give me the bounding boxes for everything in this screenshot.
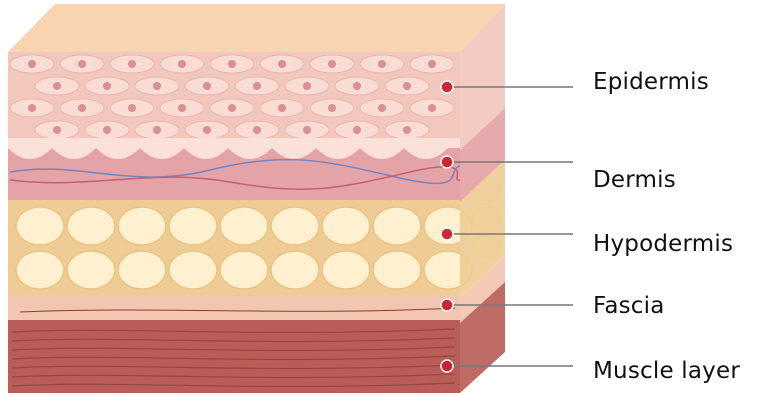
fascia-layer — [8, 295, 460, 323]
fat-cell — [118, 251, 166, 289]
fat-cell — [220, 207, 268, 245]
cell-nucleus — [203, 82, 211, 90]
label-fascia: Fascia — [593, 295, 665, 318]
cell-nucleus — [278, 60, 286, 68]
label-epidermis: Epidermis — [593, 71, 709, 94]
cell-nucleus — [103, 126, 111, 134]
cell-nucleus — [328, 104, 336, 112]
skin-block-side — [460, 4, 505, 393]
cell-nucleus — [178, 60, 186, 68]
cell-nucleus — [253, 126, 261, 134]
fat-cell — [220, 251, 268, 289]
fat-cell — [169, 207, 217, 245]
cell-nucleus — [378, 60, 386, 68]
fat-cell — [67, 207, 115, 245]
marker-dot-dermis — [441, 156, 453, 168]
cell-nucleus — [278, 104, 286, 112]
cell-nucleus — [178, 104, 186, 112]
marker-dot-epidermis — [441, 81, 453, 93]
fat-cell — [373, 207, 421, 245]
fat-cell — [322, 207, 370, 245]
fat-cell — [16, 207, 64, 245]
cell-nucleus — [78, 104, 86, 112]
cell-nucleus — [153, 82, 161, 90]
fat-cell — [373, 251, 421, 289]
cell-nucleus — [328, 60, 336, 68]
cell-nucleus — [203, 126, 211, 134]
cell-nucleus — [303, 82, 311, 90]
skin-block-front — [8, 52, 500, 393]
cell-nucleus — [378, 104, 386, 112]
cell-nucleus — [428, 60, 436, 68]
cell-nucleus — [253, 82, 261, 90]
fat-cell — [322, 251, 370, 289]
label-dermis: Dermis — [593, 169, 676, 192]
fat-cell — [271, 207, 319, 245]
cell-nucleus — [428, 104, 436, 112]
cell-nucleus — [403, 126, 411, 134]
cell-nucleus — [228, 104, 236, 112]
cell-nucleus — [103, 82, 111, 90]
label-hypodermis: Hypodermis — [593, 233, 733, 256]
fat-cell — [169, 251, 217, 289]
fat-cell — [16, 251, 64, 289]
fat-cell — [118, 207, 166, 245]
cell-nucleus — [28, 60, 36, 68]
cell-nucleus — [53, 126, 61, 134]
cell-nucleus — [78, 60, 86, 68]
marker-dot-fascia — [441, 299, 453, 311]
skin-block-top — [8, 4, 505, 52]
cell-nucleus — [353, 126, 361, 134]
marker-dot-hypodermis — [441, 228, 453, 240]
cell-nucleus — [28, 104, 36, 112]
fat-cell — [67, 251, 115, 289]
cell-nucleus — [353, 82, 361, 90]
label-muscle-layer: Muscle layer — [593, 360, 740, 383]
cell-nucleus — [403, 82, 411, 90]
cell-nucleus — [128, 60, 136, 68]
cell-nucleus — [128, 104, 136, 112]
cell-nucleus — [53, 82, 61, 90]
cell-nucleus — [228, 60, 236, 68]
fat-cell — [271, 251, 319, 289]
cell-nucleus — [153, 126, 161, 134]
cell-nucleus — [303, 126, 311, 134]
marker-dot-muscle-layer — [441, 360, 453, 372]
